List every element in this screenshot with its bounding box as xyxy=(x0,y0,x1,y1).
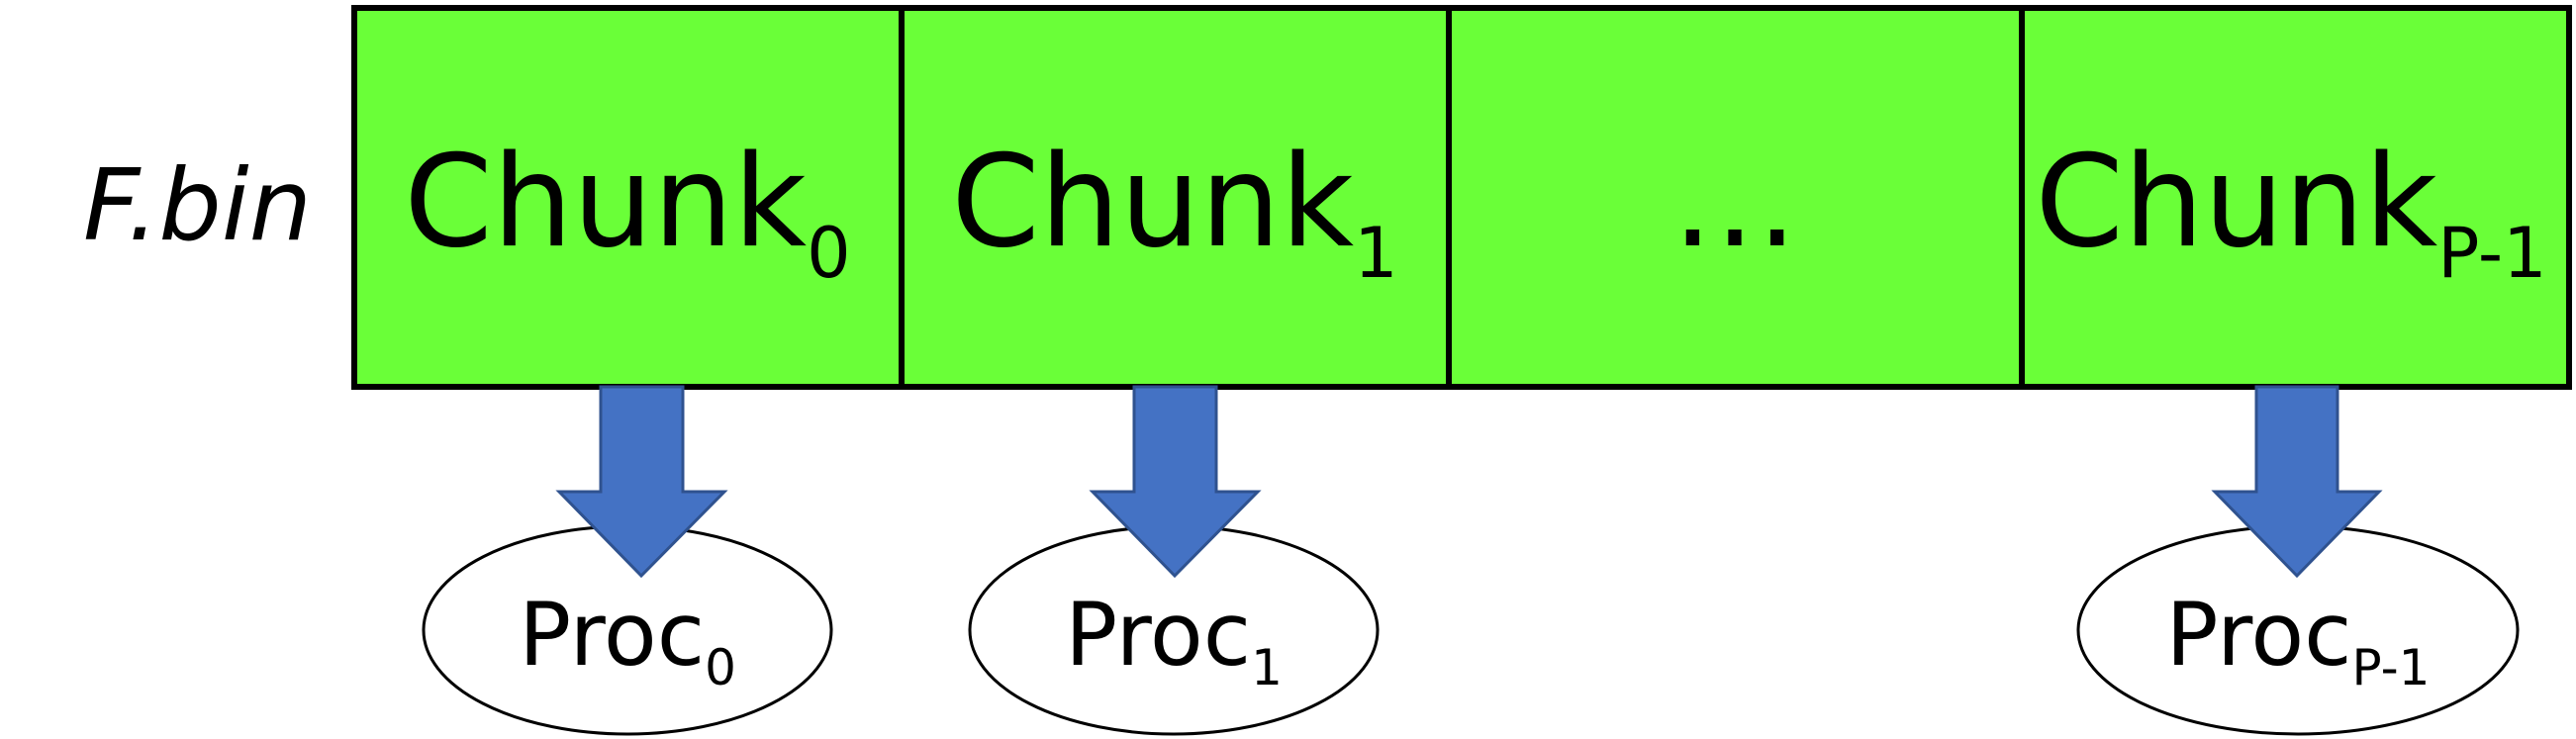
chunk-1: Chunk1 xyxy=(899,5,1452,390)
chunk-1-label: Chunk1 xyxy=(951,129,1397,294)
chunk-1-box xyxy=(899,5,1452,390)
arrow-chunk-0-to-process-0 xyxy=(555,385,728,579)
chunk-0-label: Chunk0 xyxy=(404,129,850,294)
arrow-chunk-last-to-process-last xyxy=(2211,385,2383,579)
process-1-subscript: 1 xyxy=(1251,639,1283,696)
chunk-ellipsis-label-main: … xyxy=(1671,129,1798,276)
process-last: ProcP-1 xyxy=(2076,524,2520,736)
process-0-label-main: Proc xyxy=(519,584,705,686)
chunk-last-label-main: Chunk xyxy=(2035,129,2437,276)
process-last-label-main: Proc xyxy=(2166,584,2352,686)
process-0-subscript: 0 xyxy=(705,639,736,696)
chunk-last-subscript: P-1 xyxy=(2437,213,2546,294)
chunk-last-label: ChunkP-1 xyxy=(2035,129,2546,294)
file-label: F.bin xyxy=(83,147,312,263)
chunk-0-subscript: 0 xyxy=(807,213,851,294)
chunk-ellipsis: … xyxy=(1446,5,2025,390)
process-last-subscript: P-1 xyxy=(2352,639,2431,696)
chunk-1-subscript: 1 xyxy=(1354,213,1398,294)
arrow-chunk-1-to-process-1 xyxy=(1089,385,1262,579)
chunk-last-box xyxy=(2019,5,2572,390)
process-1-label: Proc1 xyxy=(1065,584,1283,696)
process-last-label: ProcP-1 xyxy=(2166,584,2431,696)
process-0-label: Proc0 xyxy=(519,584,736,696)
chunk-0-box xyxy=(351,5,905,390)
file-bar: Chunk0 Chunk1 … ChunkP-1 xyxy=(351,5,2572,390)
chunk-0: Chunk0 xyxy=(351,5,905,390)
process-1: Proc1 xyxy=(968,524,1380,736)
chunk-ellipsis-label: … xyxy=(1671,129,1798,276)
chunk-last: ChunkP-1 xyxy=(2019,5,2572,390)
process-1-label-main: Proc xyxy=(1065,584,1251,686)
chunk-1-label-main: Chunk xyxy=(951,129,1354,276)
process-0: Proc0 xyxy=(422,524,833,736)
chunk-ellipsis-box xyxy=(1446,5,2025,390)
chunk-0-label-main: Chunk xyxy=(404,129,807,276)
